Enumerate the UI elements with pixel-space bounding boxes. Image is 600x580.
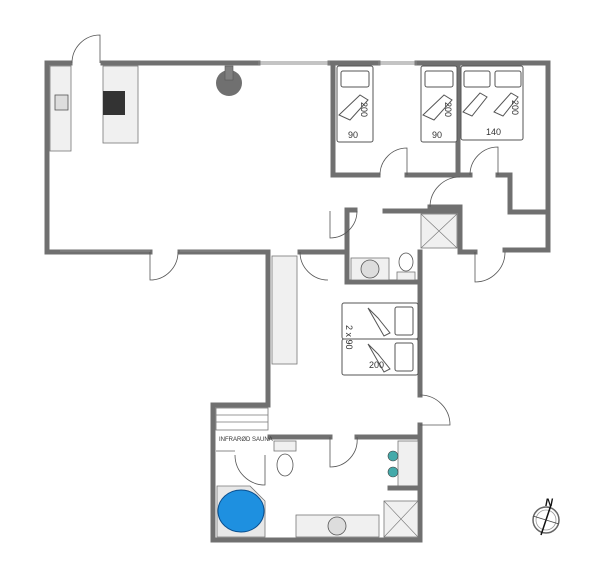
- bed-length-label: 200: [443, 102, 453, 117]
- compass: N: [532, 497, 560, 536]
- kitchen: [49, 65, 242, 152]
- exterior-walls: [44, 60, 551, 543]
- sink-icon: [327, 516, 347, 536]
- bathtub-icon: [217, 489, 265, 533]
- wardrobe: [271, 255, 298, 365]
- sauna-bench: [215, 407, 269, 431]
- doors: [71, 34, 506, 486]
- sauna-label: INFRARØD SAUNA: [219, 437, 273, 443]
- bed-width-label: 140: [486, 127, 501, 137]
- bed-length-label: 200: [359, 102, 369, 117]
- bathroom-2: [216, 440, 423, 538]
- compass-north-label: N: [545, 497, 554, 509]
- stove-icon: [103, 91, 125, 115]
- bedroom-b: 200 140: [460, 65, 524, 141]
- fireplace-icon: [216, 70, 242, 96]
- bedroom-a: 200 90 200 90: [336, 65, 458, 143]
- washer-dryer: [397, 440, 419, 487]
- bathroom-1: [350, 213, 458, 281]
- bed-size-label: 2 x 90: [344, 325, 354, 350]
- toilet-tank: [273, 440, 297, 452]
- sink-icon: [54, 94, 69, 111]
- sauna: INFRARØD SAUNA: [215, 407, 273, 452]
- bed-length-label: 200: [369, 360, 384, 370]
- toilet-icon: [398, 252, 414, 272]
- windows: [60, 61, 417, 252]
- toilet-icon: [276, 453, 294, 477]
- bed-width-label: 90: [432, 130, 442, 140]
- bed-length-label: 200: [510, 100, 520, 115]
- bed-width-label: 90: [348, 130, 358, 140]
- bedroom-c: 2 x 90 200: [271, 255, 419, 376]
- interior-walls: [267, 60, 551, 440]
